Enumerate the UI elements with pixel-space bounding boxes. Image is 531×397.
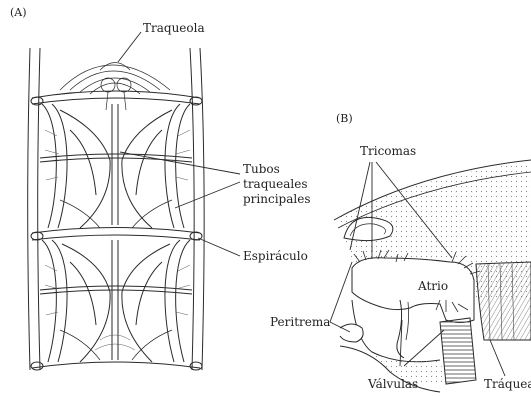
label-peritrema: Peritrema	[270, 316, 330, 329]
segment-band-3	[32, 362, 200, 368]
atrium-cavity	[352, 258, 474, 323]
panel-a-letter: (A)	[10, 6, 27, 19]
label-atrio: Atrio	[418, 280, 448, 293]
segment-band-2	[32, 228, 200, 234]
label-tubos-line-2: traqueales	[243, 178, 307, 191]
body-wall-right	[200, 48, 204, 370]
body-wall-left	[28, 48, 30, 370]
segment-band-1	[32, 91, 200, 98]
label-valvulas: Válvulas	[368, 378, 418, 391]
leader-tubos-1	[120, 152, 240, 174]
label-tricomas: Tricomas	[360, 145, 416, 158]
leader-traquea	[490, 340, 505, 376]
spiracle-left-3	[31, 362, 43, 370]
leader-peritrema-1	[330, 262, 352, 322]
spiracle-left-2	[31, 232, 43, 240]
label-traquea: Tráquea	[484, 378, 531, 391]
transverse-tube-2	[40, 286, 192, 290]
panel-b-spiracle-detail	[334, 160, 531, 392]
main-tracheal-tubes-segment-2	[42, 240, 190, 362]
leader-tubos-2	[175, 182, 240, 208]
leader-traqueola	[118, 32, 141, 62]
panel-a-insect-body	[28, 48, 204, 370]
label-espiraculo: Espiráculo	[243, 250, 308, 263]
panel-b-letter: (B)	[336, 112, 353, 125]
panel-a-leader-lines	[118, 32, 240, 256]
label-tubos-line-1: Tubos	[243, 163, 280, 176]
trachea	[476, 262, 531, 340]
transverse-tube-1	[40, 154, 192, 158]
valve-tube	[440, 318, 476, 384]
label-tubos-line-3: principales	[243, 193, 310, 206]
tracheole-cluster-top	[60, 63, 170, 111]
label-traqueola: Traqueola	[143, 22, 205, 35]
main-tracheal-tubes-segment-1	[42, 104, 190, 228]
